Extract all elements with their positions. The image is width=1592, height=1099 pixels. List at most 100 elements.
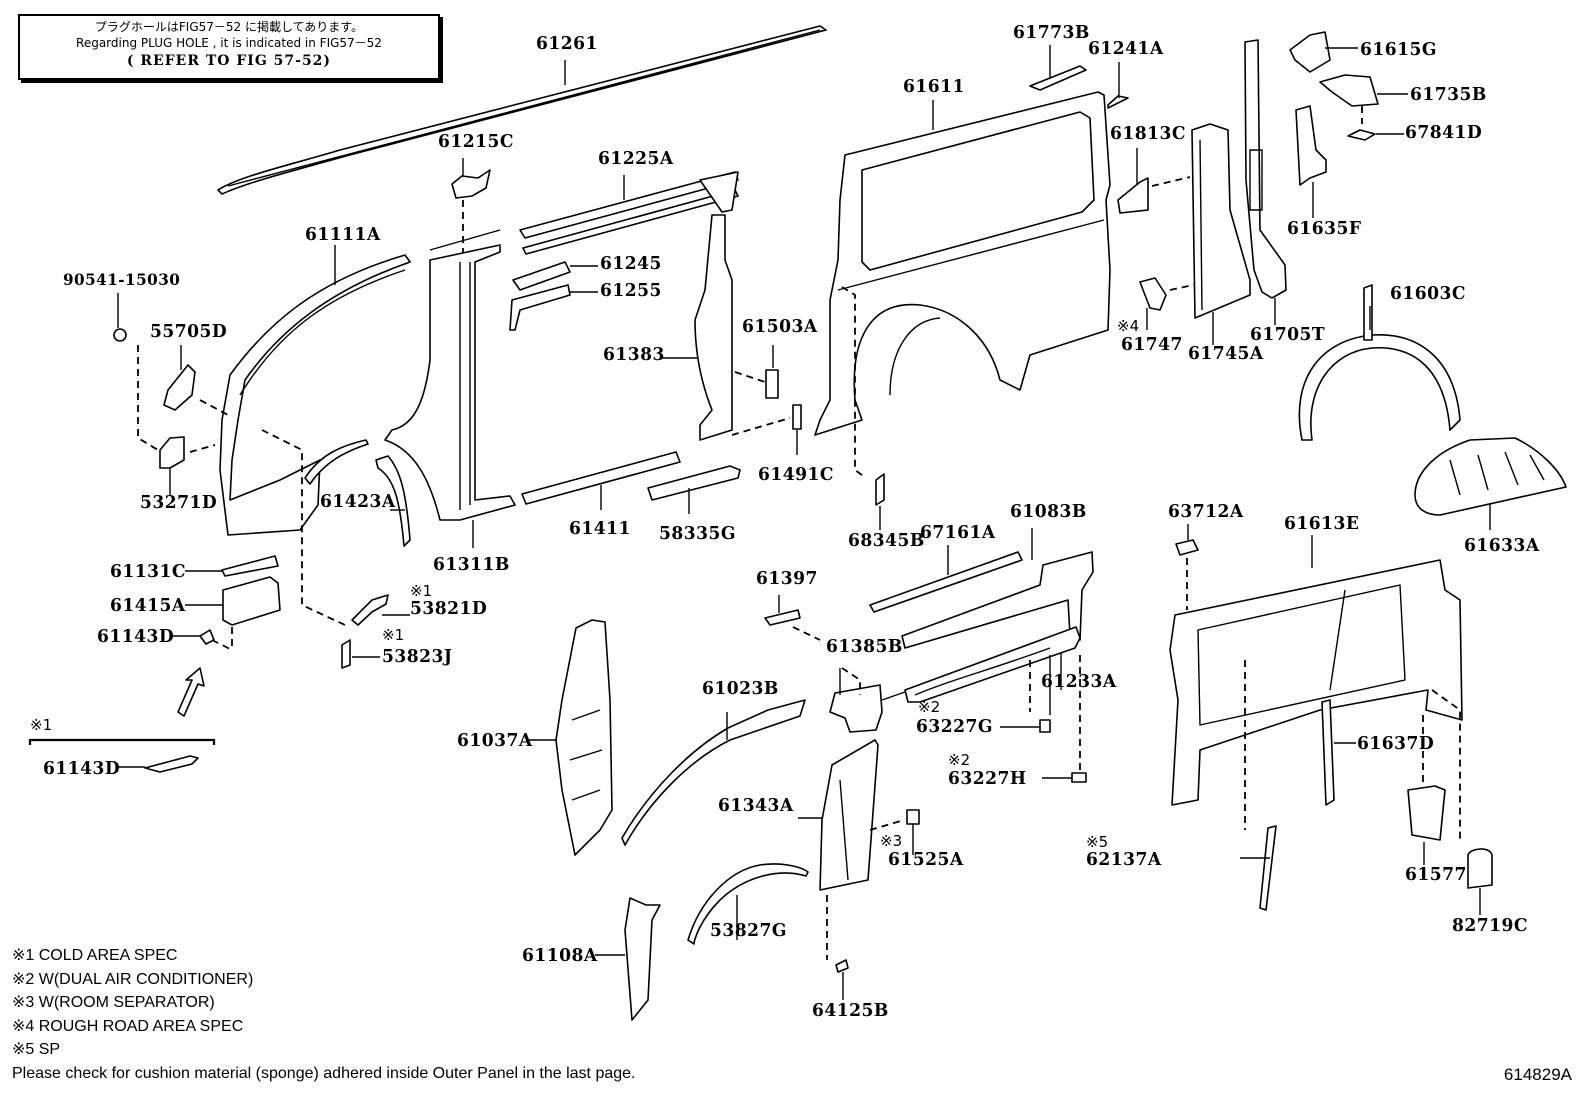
part-label-61633A[interactable]: 61633A	[1464, 535, 1540, 556]
part-63227H-clip	[1042, 772, 1087, 783]
part-label-61411[interactable]: 61411	[569, 518, 631, 539]
part-61343A-pillar	[798, 739, 905, 960]
part-label-53823J[interactable]: 53823J	[382, 646, 453, 667]
part-61411-rocker	[521, 451, 681, 510]
part-label-63227G[interactable]: 63227G	[916, 716, 993, 737]
part-label-61525A[interactable]: 61525A	[888, 849, 964, 870]
part-61577-bracket	[1407, 785, 1446, 865]
part-label-61491C[interactable]: 61491C	[758, 464, 834, 485]
part-61503A-bracket	[734, 345, 779, 399]
part-61637D-bracket	[1321, 699, 1356, 806]
part-label-61735B[interactable]: 61735B	[1410, 84, 1487, 105]
part-label-61397[interactable]: 61397	[756, 568, 818, 589]
part-label-53821D[interactable]: 53821D	[410, 598, 488, 619]
part-82719C-cover	[1467, 848, 1493, 915]
part-53271D-hinge	[159, 436, 216, 495]
part-61705T-tall-pillar	[1244, 39, 1287, 325]
part-label-55705D[interactable]: 55705D	[150, 321, 228, 342]
legend-item-3: ※3 W(ROOM SEPARATOR)	[12, 994, 215, 1011]
part-64125B-clip	[835, 959, 849, 1000]
part-label-61343A[interactable]: 61343A	[718, 795, 794, 816]
part-label-61037A[interactable]: 61037A	[457, 730, 533, 751]
part-label-61577[interactable]: 61577	[1405, 864, 1467, 885]
part-label-68345B[interactable]: 68345B	[848, 530, 925, 551]
part-label-61245[interactable]: 61245	[600, 253, 662, 274]
part-label-63712A[interactable]: 63712A	[1168, 501, 1244, 522]
part-label-67841D[interactable]: 67841D	[1405, 122, 1483, 143]
part-label-61023B[interactable]: 61023B	[702, 678, 779, 699]
part-label-62137A[interactable]: 62137A	[1086, 849, 1162, 870]
part-label-61813C[interactable]: 61813C	[1110, 123, 1186, 144]
part-label-61773B[interactable]: 61773B	[1013, 22, 1090, 43]
part-61241A-bracket	[1107, 62, 1129, 109]
part-53823J-bracket	[341, 639, 380, 669]
part-label-61083B[interactable]: 61083B	[1010, 501, 1087, 522]
part-61635F-bracket	[1295, 105, 1327, 218]
legend-item-5: ※5 SP	[12, 1041, 61, 1058]
part-label-53827G[interactable]: 53827G	[710, 920, 787, 941]
cold-area-bracket-group	[28, 738, 216, 773]
part-label-61415A[interactable]: 61415A	[110, 595, 186, 616]
part-61745A-inner-pillar	[1191, 123, 1251, 345]
note-mark-5-62137A: ※5	[1086, 833, 1109, 851]
part-label-61108A[interactable]: 61108A	[522, 945, 598, 966]
part-61311B-center-panel	[384, 229, 516, 548]
part-label-61111A[interactable]: 61111A	[305, 224, 381, 245]
part-label-61705T[interactable]: 61705T	[1250, 324, 1326, 345]
part-label-67161A[interactable]: 67161A	[920, 522, 996, 543]
part-61415A-fuel-panel	[185, 576, 281, 650]
part-label-61143D-cold[interactable]: 61143D	[43, 758, 121, 779]
part-label-61143D[interactable]: 61143D	[97, 626, 175, 647]
part-label-61261[interactable]: 61261	[536, 33, 598, 54]
part-61773B-bracket	[1029, 45, 1087, 91]
note-mark-4-61747: ※4	[1117, 317, 1140, 335]
part-53821D-bracket	[351, 594, 410, 626]
part-61603C-wheel-house	[1298, 284, 1461, 441]
part-label-61311B[interactable]: 61311B	[433, 554, 510, 575]
part-61525A-clip	[906, 809, 920, 855]
part-61111A-front-pillar	[219, 245, 411, 536]
part-61083B-rail	[901, 528, 1094, 649]
part-61143D-clip	[172, 629, 233, 651]
part-label-61385B[interactable]: 61385B	[826, 636, 903, 657]
part-label-61635F[interactable]: 61635F	[1287, 218, 1362, 239]
part-label-61637D[interactable]: 61637D	[1357, 733, 1435, 754]
part-label-64125B[interactable]: 64125B	[812, 1000, 889, 1021]
part-label-61131C[interactable]: 61131C	[110, 561, 186, 582]
part-90541-15030-clip	[113, 293, 159, 451]
part-label-61745A[interactable]: 61745A	[1188, 343, 1264, 364]
part-label-61615G[interactable]: 61615G	[1360, 39, 1437, 60]
part-63712A-clip	[1175, 524, 1199, 610]
part-label-82719C[interactable]: 82719C	[1452, 915, 1528, 936]
part-61491C-bracket	[731, 404, 802, 455]
part-label-58335G[interactable]: 58335G	[659, 523, 736, 544]
part-label-90541-15030[interactable]: 90541-15030	[63, 270, 181, 289]
legend-sponge-note: Please check for cushion material (spong…	[12, 1064, 636, 1082]
part-label-53271D[interactable]: 53271D	[140, 492, 218, 513]
part-61215C-bracket	[451, 158, 491, 260]
part-label-61241A[interactable]: 61241A	[1088, 38, 1164, 59]
part-67841D-clip	[1347, 129, 1404, 141]
part-61397-bracket	[764, 595, 821, 641]
plug-hole-notice: プラグホールはFIG57－52 に掲載してあります。 Regarding PLU…	[18, 14, 440, 80]
part-label-61423A[interactable]: 61423A	[320, 491, 396, 512]
part-label-61225A[interactable]: 61225A	[598, 148, 674, 169]
part-label-61233A[interactable]: 61233A	[1041, 671, 1117, 692]
part-label-61503A[interactable]: 61503A	[742, 316, 818, 337]
part-53827G-arch-molding	[687, 863, 809, 945]
part-label-63227H[interactable]: 63227H	[948, 768, 1027, 789]
part-label-61613E[interactable]: 61613E	[1284, 513, 1360, 534]
note-mark-1-53821D: ※1	[410, 582, 433, 600]
part-61225A-upper-rail	[519, 171, 739, 255]
part-61615G-bracket	[1289, 31, 1358, 73]
part-label-61255[interactable]: 61255	[600, 280, 662, 301]
part-label-61603C[interactable]: 61603C	[1390, 283, 1466, 304]
notice-refer-link[interactable]: ( REFER TO FIG 57-52)	[126, 53, 332, 69]
part-61385B-bracket	[829, 667, 906, 733]
part-63227G-clip	[1000, 719, 1051, 733]
part-label-61611[interactable]: 61611	[903, 76, 965, 97]
part-label-61383[interactable]: 61383	[603, 344, 665, 365]
part-label-61747[interactable]: 61747	[1121, 334, 1183, 355]
part-label-61215C[interactable]: 61215C	[438, 131, 514, 152]
